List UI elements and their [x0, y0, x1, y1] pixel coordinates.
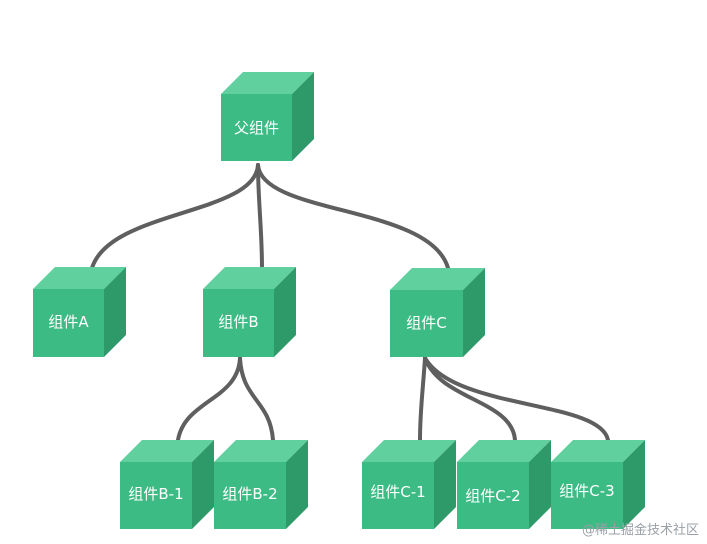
connector-c-c2: [423, 356, 517, 442]
node-parent: 父组件: [221, 72, 314, 161]
node-b1-label: 组件B-1: [128, 485, 183, 503]
connector-c-c3: [423, 356, 610, 442]
node-b1: 组件B-1: [120, 440, 214, 529]
connector-parent-c: [256, 163, 450, 270]
node-b2: 组件B-2: [214, 440, 308, 529]
connector-parent-a: [90, 163, 260, 270]
node-c2-label: 组件C-2: [465, 487, 520, 505]
node-b2-label: 组件B-2: [222, 485, 277, 503]
node-a-label: 组件A: [48, 313, 89, 331]
connector-b-b1: [176, 356, 242, 442]
node-parent-label: 父组件: [234, 119, 279, 137]
node-c: 组件C: [390, 268, 485, 357]
node-c3-label: 组件C-3: [559, 482, 614, 500]
connectors: [90, 163, 610, 442]
connector-b-b2: [238, 356, 275, 442]
connector-c-c1: [418, 356, 427, 442]
node-c1-label: 组件C-1: [370, 483, 425, 501]
node-c-label: 组件C: [406, 314, 446, 332]
node-b: 组件B: [203, 267, 296, 357]
connector-parent-b: [256, 163, 264, 270]
node-c3: 组件C-3: [551, 440, 645, 529]
node-a: 组件A: [33, 267, 126, 357]
node-c2: 组件C-2: [457, 440, 551, 529]
watermark: @稀土掘金技术社区: [581, 523, 699, 538]
node-b-label: 组件B: [218, 313, 258, 331]
node-c1: 组件C-1: [362, 440, 456, 529]
